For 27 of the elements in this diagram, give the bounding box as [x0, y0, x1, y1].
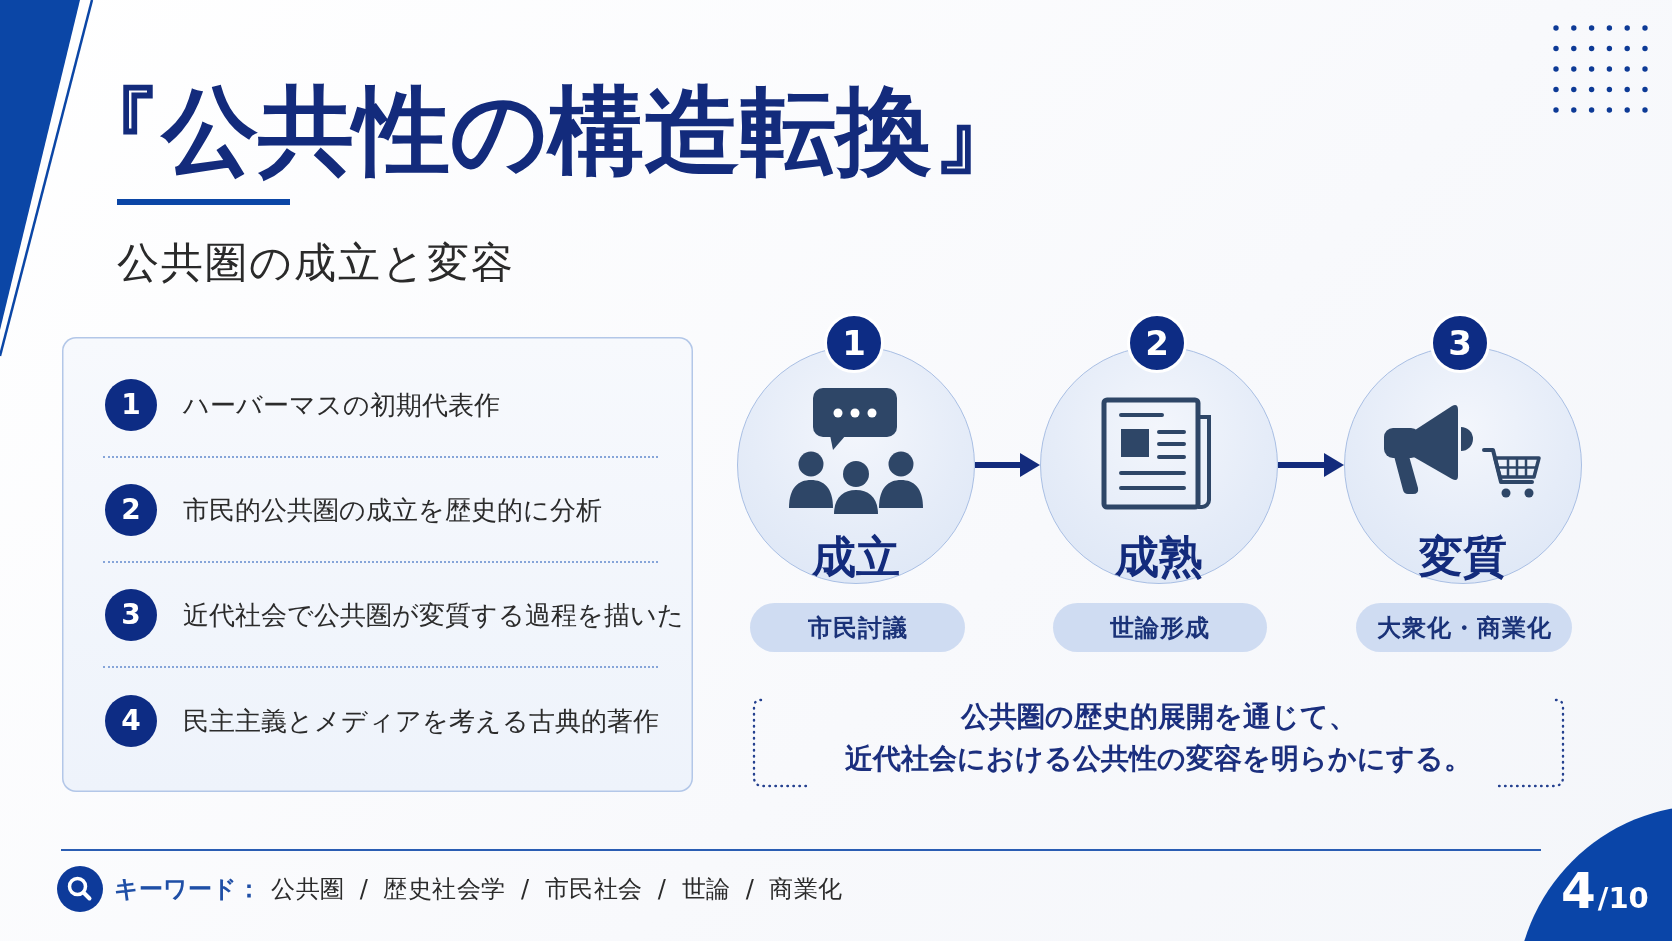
number-badge: 1	[105, 379, 157, 431]
title: 『公共性の構造転換』	[66, 76, 1028, 186]
list-item-text: ハーバーマスの初期代表作	[183, 389, 500, 422]
number-badge: 3	[1430, 313, 1490, 373]
step-heading: 成立	[812, 531, 900, 582]
subtitle: 公共圏の成立と変容	[117, 238, 515, 288]
number-badge: 4	[105, 695, 157, 747]
arrow	[1278, 453, 1344, 477]
page-number: 4	[1561, 866, 1596, 916]
page-total: /10	[1597, 884, 1649, 913]
number-badge: 3	[105, 589, 157, 641]
list-item-text: 民主主義とメディアを考える古典的著作	[183, 705, 659, 738]
tag-pill: 世論形成	[1053, 603, 1267, 652]
keyword-heading: キーワード：	[114, 874, 261, 905]
step-heading: 変質	[1419, 531, 1507, 582]
list-item-text: 市民的公共圏の成立を歴史的に分析	[183, 494, 602, 527]
number-badge: 2	[105, 484, 157, 536]
keyword-list: 公共圏 / 歴史社会学 / 市民社会 / 世論 / 商業化	[271, 873, 843, 905]
step-heading: 成熟	[1115, 531, 1203, 582]
number-badge: 2	[1127, 313, 1187, 373]
arrow	[975, 453, 1040, 477]
list-item-text: 近代社会で公共圏が変質する過程を描いた	[183, 599, 684, 632]
number-badge: 1	[824, 313, 884, 373]
list-panel	[62, 337, 693, 792]
statement-frame: 公共圏の歴史的展開を通じて、近代社会における公共性の変容を明らかにする。	[752, 698, 1565, 788]
tag-pill: 市民討議	[750, 603, 965, 652]
tag-pill: 大衆化・商業化	[1356, 603, 1572, 652]
